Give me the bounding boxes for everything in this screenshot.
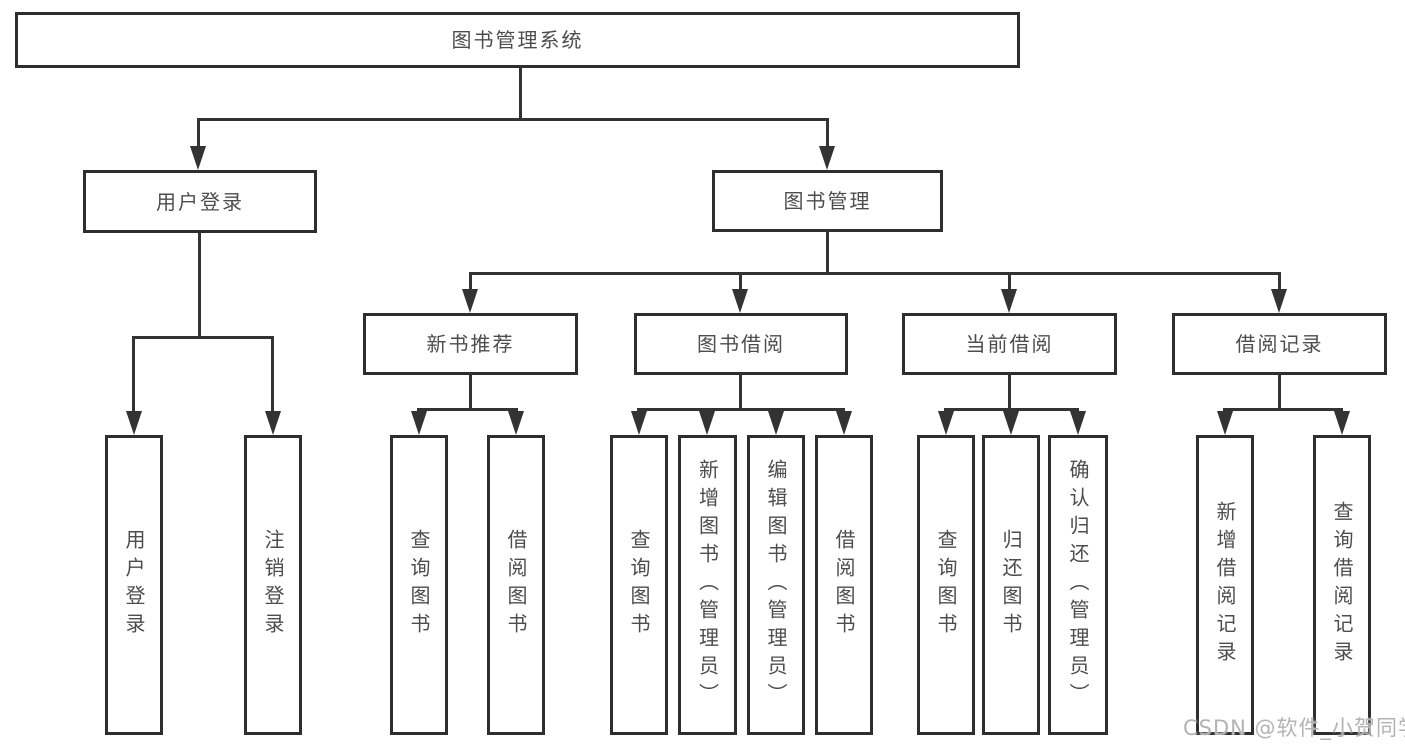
node-library-management-system: 图书管理系统 (15, 12, 1020, 68)
arrow-down-icon (631, 411, 647, 435)
node-borrow-books: 借阅图书 (487, 435, 545, 735)
node-user-login: 用户登录 (83, 170, 317, 233)
connector (739, 373, 742, 410)
arrow-down-icon (265, 411, 281, 435)
connector (1008, 272, 1011, 292)
node-label: 归还图书 (999, 529, 1023, 641)
connector (197, 118, 200, 146)
node-query-books-3: 查询图书 (917, 435, 975, 735)
connector (826, 118, 829, 146)
connector (826, 230, 829, 275)
connector (271, 336, 274, 414)
connector (418, 408, 518, 411)
connector (1008, 373, 1011, 410)
csdn-watermark: CSDN @软件_小贺同学 (1183, 716, 1405, 740)
node-label: 借阅图书 (832, 529, 856, 641)
node-add-books-admin: 新增图书（管理员） (678, 435, 737, 735)
connector (198, 233, 201, 338)
arrow-down-icon (732, 289, 748, 313)
node-label: 借阅记录 (1235, 332, 1324, 356)
node-label: 新增借阅记录 (1213, 501, 1237, 669)
node-book-management: 图书管理 (712, 170, 943, 232)
arrow-down-icon (819, 146, 835, 170)
node-label: 图书管理 (783, 189, 872, 213)
node-edit-books-admin: 编辑图书（管理员） (747, 435, 805, 735)
node-logout: 注销登录 (244, 435, 302, 735)
arrow-down-icon (768, 411, 784, 435)
node-label: 注销登录 (261, 529, 285, 641)
node-label: 当前借阅 (965, 332, 1054, 356)
node-return-books: 归还图书 (982, 435, 1040, 735)
arrow-down-icon (938, 411, 954, 435)
arrow-down-icon (1001, 289, 1017, 313)
arrow-down-icon (1003, 411, 1019, 435)
node-label: 用户登录 (156, 189, 244, 214)
connector (469, 373, 472, 410)
node-borrowing-records: 借阅记录 (1172, 313, 1387, 375)
node-add-borrow-record: 新增借阅记录 (1196, 435, 1254, 735)
node-label: 确认归还（管理员） (1066, 459, 1090, 711)
connector (739, 272, 742, 292)
node-query-books-2: 查询图书 (610, 435, 668, 735)
connector (638, 408, 845, 411)
node-new-book-recommendation: 新书推荐 (363, 313, 578, 375)
node-label: 借阅图书 (504, 529, 528, 641)
arrow-down-icon (508, 411, 524, 435)
node-confirm-return-admin: 确认归还（管理员） (1048, 435, 1108, 735)
connector (132, 336, 135, 414)
connector (1224, 408, 1342, 411)
arrow-down-icon (1334, 411, 1350, 435)
node-label: 查询图书 (627, 529, 651, 641)
connector (1278, 272, 1281, 292)
node-query-borrow-record: 查询借阅记录 (1313, 435, 1371, 735)
node-label: 新增图书（管理员） (695, 459, 720, 711)
node-query-books: 查询图书 (390, 435, 448, 735)
arrow-down-icon (836, 411, 852, 435)
node-user-login-leaf: 用户登录 (105, 435, 163, 735)
arrow-down-icon (1271, 289, 1287, 313)
node-label: 编辑图书（管理员） (764, 459, 788, 711)
arrow-down-icon (190, 146, 206, 170)
arrow-down-icon (411, 411, 427, 435)
node-borrow-books-2: 借阅图书 (815, 435, 873, 735)
connector (469, 272, 1281, 275)
node-current-borrowing: 当前借阅 (902, 313, 1117, 375)
node-label: 查询图书 (934, 529, 958, 641)
arrow-down-icon (1070, 411, 1086, 435)
arrow-down-icon (1217, 411, 1233, 435)
node-book-borrowing: 图书借阅 (634, 313, 848, 375)
arrow-down-icon (699, 411, 715, 435)
arrow-down-icon (126, 411, 142, 435)
connector (197, 118, 829, 121)
node-label: 查询图书 (407, 529, 431, 641)
connector (519, 68, 522, 120)
connector (133, 336, 274, 339)
node-label: 用户登录 (122, 529, 146, 641)
arrow-down-icon (462, 289, 478, 313)
node-label: 图书借阅 (697, 332, 785, 356)
connector (1278, 373, 1281, 410)
node-label: 查询借阅记录 (1330, 501, 1354, 669)
connector (469, 272, 472, 292)
node-label: 新书推荐 (426, 332, 515, 356)
node-label: 图书管理系统 (451, 28, 584, 52)
